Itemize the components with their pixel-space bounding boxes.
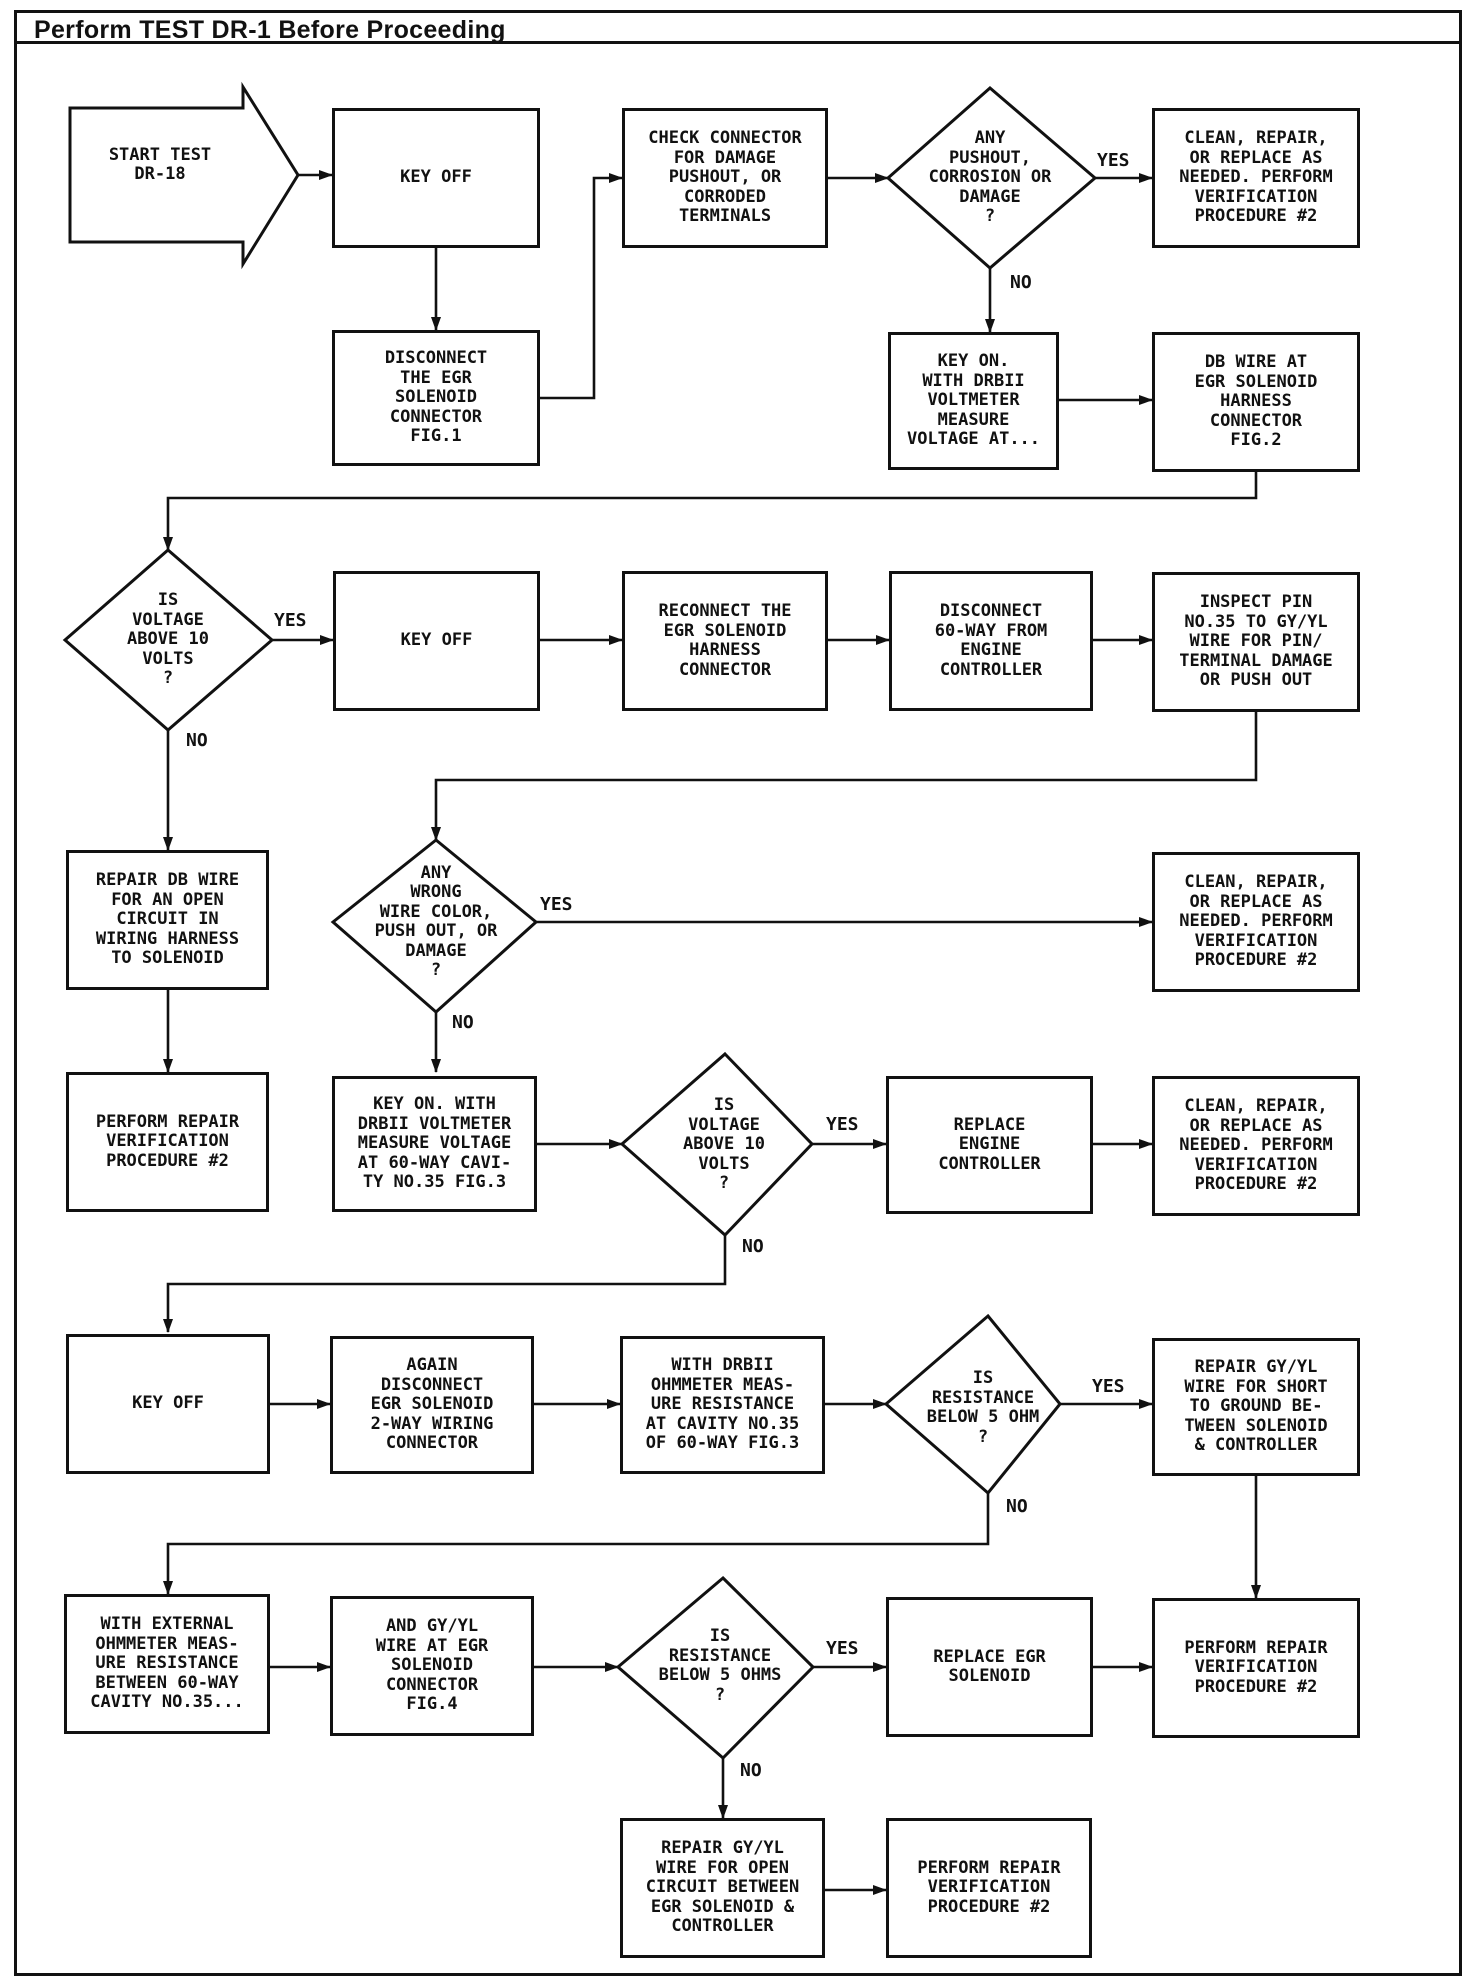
edge-label-yes: YES <box>1092 1376 1125 1397</box>
step-key-on-cavity: KEY ON. WITH DRBII VOLTMETER MEASURE VOL… <box>332 1076 537 1212</box>
step-clean-repair-1: CLEAN, REPAIR, OR REPLACE AS NEEDED. PER… <box>1152 108 1360 248</box>
step-text: REPAIR DB WIRE FOR AN OPEN CIRCUIT IN WI… <box>95 870 240 969</box>
edge-label-no: NO <box>1010 272 1032 293</box>
step-text: RECONNECT THE EGR SOLENOID HARNESS CONNE… <box>658 601 792 680</box>
edge-label-yes: YES <box>540 894 573 915</box>
step-text: KEY ON. WITH DRBII VOLTMETER MEASURE VOL… <box>357 1094 512 1193</box>
step-perform-repair-3: PERFORM REPAIR VERIFICATION PROCEDURE #2 <box>886 1818 1092 1958</box>
step-key-off-1: KEY OFF <box>332 108 540 248</box>
edge-label-no: NO <box>452 1012 474 1033</box>
step-text: WITH EXTERNAL OHMMETER MEAS- URE RESISTA… <box>90 1614 244 1713</box>
decision-diamond-voltage-1 <box>62 548 275 732</box>
step-key-off-3: KEY OFF <box>66 1334 270 1474</box>
step-text: KEY OFF <box>400 630 473 651</box>
edge-label-yes: YES <box>826 1114 859 1135</box>
decision-resistance-1: IS RESISTANCE BELOW 5 OHM ? <box>890 1360 1076 1456</box>
edge-q4-no <box>163 1235 727 1333</box>
step-text: KEY OFF <box>400 167 472 188</box>
step-repair-db-wire: REPAIR DB WIRE FOR AN OPEN CIRCUIT IN WI… <box>66 850 269 990</box>
step-text: REPLACE ENGINE CONTROLLER <box>938 1114 1041 1174</box>
decision-wrong-wire: ANY WRONG WIRE COLOR, PUSH OUT, OR DAMAG… <box>333 852 539 992</box>
edge-inspect-q3 <box>431 712 1258 841</box>
step-repair-gy-open: REPAIR GY/YL WIRE FOR OPEN CIRCUIT BETWE… <box>620 1818 825 1958</box>
decision-text: IS RESISTANCE BELOW 5 OHMS ? <box>658 1626 782 1705</box>
step-text: DISCONNECT 60-WAY FROM ENGINE CONTROLLER <box>934 601 1048 680</box>
step-text: PERFORM REPAIR VERIFICATION PROCEDURE #2 <box>1184 1637 1328 1697</box>
step-clean-repair-3: CLEAN, REPAIR, OR REPLACE AS NEEDED. PER… <box>1152 1076 1360 1216</box>
step-text: REPAIR GY/YL WIRE FOR OPEN CIRCUIT BETWE… <box>645 1838 800 1937</box>
step-text: REPLACE EGR SOLENOID <box>933 1646 1046 1686</box>
edge-label-no: NO <box>186 730 208 751</box>
step-again-disconnect: AGAIN DISCONNECT EGR SOLENOID 2-WAY WIRI… <box>330 1336 534 1474</box>
step-text: REPAIR GY/YL WIRE FOR SHORT TO GROUND BE… <box>1184 1357 1328 1456</box>
step-text: CLEAN, REPAIR, OR REPLACE AS NEEDED. PER… <box>1179 128 1333 227</box>
edge-disconnect-check <box>539 173 623 400</box>
step-text: WITH DRBII OHMMETER MEAS- URE RESISTANCE… <box>645 1355 800 1454</box>
decision-voltage-1: IS VOLTAGE ABOVE 10 VOLTS ? <box>78 582 258 698</box>
step-text: AGAIN DISCONNECT EGR SOLENOID 2-WAY WIRI… <box>370 1355 494 1454</box>
decision-pushout: ANY PUSHOUT, CORROSION OR DAMAGE ? <box>898 118 1082 238</box>
step-perform-repair-1: PERFORM REPAIR VERIFICATION PROCEDURE #2 <box>66 1072 269 1212</box>
step-text: AND GY/YL WIRE AT EGR SOLENOID CONNECTOR… <box>375 1616 489 1715</box>
step-text: PERFORM REPAIR VERIFICATION PROCEDURE #2 <box>95 1111 240 1171</box>
edge-q5-no <box>163 1493 990 1595</box>
step-ohmmeter-measure: WITH DRBII OHMMETER MEAS- URE RESISTANCE… <box>620 1336 825 1474</box>
step-perform-repair-2: PERFORM REPAIR VERIFICATION PROCEDURE #2 <box>1152 1598 1360 1738</box>
edge-label-yes: YES <box>1097 150 1130 171</box>
step-text: DISCONNECT THE EGR SOLENOID CONNECTOR FI… <box>384 348 488 447</box>
edge-label-no: NO <box>742 1236 764 1257</box>
edge-label-no: NO <box>1006 1496 1028 1517</box>
step-key-off-2: KEY OFF <box>333 571 540 711</box>
decision-diamond-pushout <box>885 86 1098 270</box>
decision-text: IS VOLTAGE ABOVE 10 VOLTS ? <box>683 1095 765 1194</box>
step-check-connector: CHECK CONNECTOR FOR DAMAGE PUSHOUT, OR C… <box>622 108 828 248</box>
step-text: CHECK CONNECTOR FOR DAMAGE PUSHOUT, OR C… <box>648 128 802 227</box>
edge-label-no: NO <box>740 1760 762 1781</box>
decision-diamond-resistance-1 <box>883 1313 1062 1496</box>
title-bar: Perform TEST DR-1 Before Proceeding <box>14 10 1462 44</box>
step-db-wire: DB WIRE AT EGR SOLENOID HARNESS CONNECTO… <box>1152 332 1360 472</box>
decision-text: IS VOLTAGE ABOVE 10 VOLTS ? <box>127 590 209 689</box>
step-text: CLEAN, REPAIR, OR REPLACE AS NEEDED. PER… <box>1179 1096 1333 1195</box>
decision-text: ANY PUSHOUT, CORROSION OR DAMAGE ? <box>928 128 1052 227</box>
step-replace-controller: REPLACE ENGINE CONTROLLER <box>886 1076 1093 1214</box>
step-text: INSPECT PIN NO.35 TO GY/YL WIRE FOR PIN/… <box>1179 592 1333 691</box>
page-title: Perform TEST DR-1 Before Proceeding <box>34 16 506 44</box>
step-repair-gy-short: REPAIR GY/YL WIRE FOR SHORT TO GROUND BE… <box>1152 1338 1360 1476</box>
decision-diamond-voltage-2 <box>619 1051 815 1238</box>
step-replace-egr: REPLACE EGR SOLENOID <box>886 1597 1093 1737</box>
start-arrow-shape <box>68 81 300 270</box>
page-frame <box>14 10 1462 1976</box>
start-label: START TEST DR-18 <box>80 130 240 200</box>
start-text: START TEST DR-18 <box>108 144 212 184</box>
step-reconnect-egr: RECONNECT THE EGR SOLENOID HARNESS CONNE… <box>622 571 828 711</box>
decision-diamond-resistance-2 <box>615 1575 816 1761</box>
edge-dbwire-q2 <box>163 472 1258 551</box>
step-disconnect-egr: DISCONNECT THE EGR SOLENOID CONNECTOR FI… <box>332 330 540 466</box>
decision-resistance-2: IS RESISTANCE BELOW 5 OHMS ? <box>626 1614 814 1718</box>
step-inspect-pin: INSPECT PIN NO.35 TO GY/YL WIRE FOR PIN/… <box>1152 572 1360 712</box>
decision-voltage-2: IS VOLTAGE ABOVE 10 VOLTS ? <box>632 1086 816 1204</box>
step-clean-repair-2: CLEAN, REPAIR, OR REPLACE AS NEEDED. PER… <box>1152 852 1360 992</box>
step-text: DB WIRE AT EGR SOLENOID HARNESS CONNECTO… <box>1194 352 1318 451</box>
decision-diamond-wrong-wire <box>330 838 539 1015</box>
step-and-gy-wire: AND GY/YL WIRE AT EGR SOLENOID CONNECTOR… <box>330 1596 534 1736</box>
decision-text: IS RESISTANCE BELOW 5 OHM ? <box>926 1368 1040 1447</box>
edge-label-yes: YES <box>826 1638 859 1659</box>
step-text: CLEAN, REPAIR, OR REPLACE AS NEEDED. PER… <box>1179 872 1333 971</box>
step-external-ohmmeter: WITH EXTERNAL OHMMETER MEAS- URE RESISTA… <box>64 1594 270 1734</box>
step-text: KEY ON. WITH DRBII VOLTMETER MEASURE VOL… <box>906 351 1041 450</box>
decision-text: ANY WRONG WIRE COLOR, PUSH OUT, OR DAMAG… <box>374 862 498 980</box>
edge-label-yes: YES <box>274 610 307 631</box>
step-text: KEY OFF <box>132 1393 204 1414</box>
step-key-on-measure: KEY ON. WITH DRBII VOLTMETER MEASURE VOL… <box>888 332 1059 470</box>
step-text: PERFORM REPAIR VERIFICATION PROCEDURE #2 <box>917 1857 1061 1917</box>
step-disconnect-60way: DISCONNECT 60-WAY FROM ENGINE CONTROLLER <box>889 571 1093 711</box>
